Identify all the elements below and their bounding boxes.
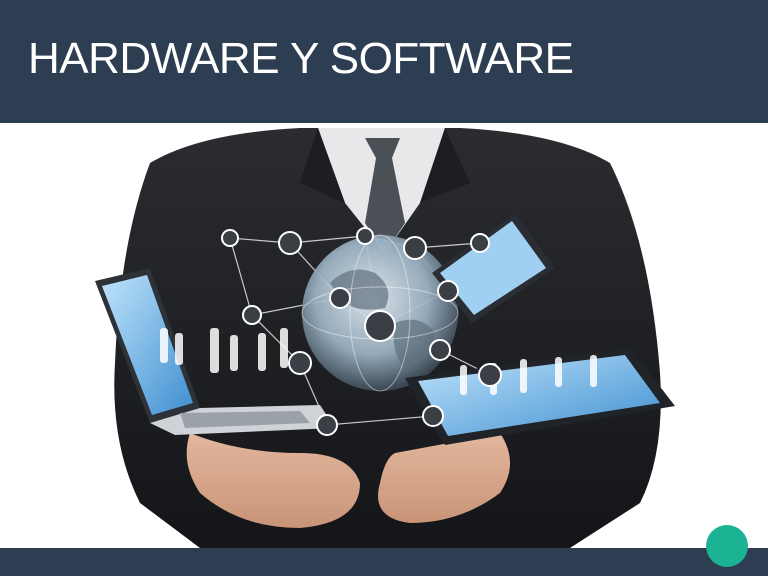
slide-photo [0,123,768,548]
laptop [95,268,335,435]
footer-bar [0,548,768,576]
network-nodes [221,227,502,436]
smartphone [432,213,555,323]
slide-title: HARDWARE Y SOFTWARE [28,34,574,83]
accent-dot [706,525,748,567]
title-bar: HARDWARE Y SOFTWARE [0,0,768,123]
hands [186,433,510,528]
